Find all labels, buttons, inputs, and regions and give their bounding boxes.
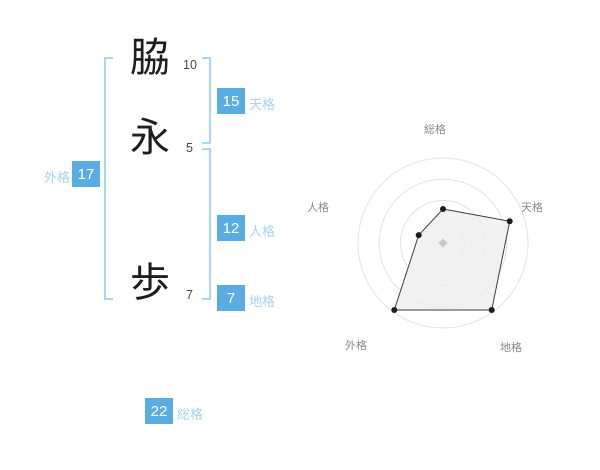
- radar-axis-label-gaikaku: 外格: [345, 340, 367, 352]
- radar-axis-label-chikaku: 地格: [500, 342, 522, 354]
- radar-axis-label-jinkaku: 人格: [307, 202, 329, 214]
- radar-axis-label-tenkaku: 天格: [521, 202, 543, 214]
- jinkaku-bracket: [202, 148, 211, 300]
- tenkaku-bracket: [202, 57, 211, 144]
- stroke-count: 5: [186, 141, 193, 155]
- radar-chart-canvas: [357, 157, 529, 329]
- gaikaku-label: 外格: [44, 170, 71, 185]
- name-character: 永: [130, 115, 170, 161]
- radar-chart: 総格 天格 地格 外格 人格: [300, 100, 590, 390]
- radar-axis-label-soukaku: 総格: [424, 124, 446, 136]
- jinkaku-label: 人格: [249, 224, 276, 239]
- tenkaku-label: 天格: [249, 97, 276, 112]
- gaikaku-bracket: [104, 57, 113, 300]
- chikaku-label: 地格: [249, 294, 276, 309]
- soukaku-value-badge: 22: [145, 398, 173, 424]
- stroke-count: 10: [183, 58, 197, 72]
- name-character: 脇: [130, 35, 170, 81]
- soukaku-label: 総格: [177, 407, 204, 422]
- chikaku-value-badge: 7: [217, 285, 245, 311]
- gaikaku-value-badge: 17: [72, 161, 100, 187]
- tenkaku-value-badge: 15: [217, 88, 245, 114]
- jinkaku-value-badge: 12: [217, 215, 245, 241]
- stroke-count: 7: [186, 288, 193, 302]
- name-character: 歩: [130, 260, 170, 306]
